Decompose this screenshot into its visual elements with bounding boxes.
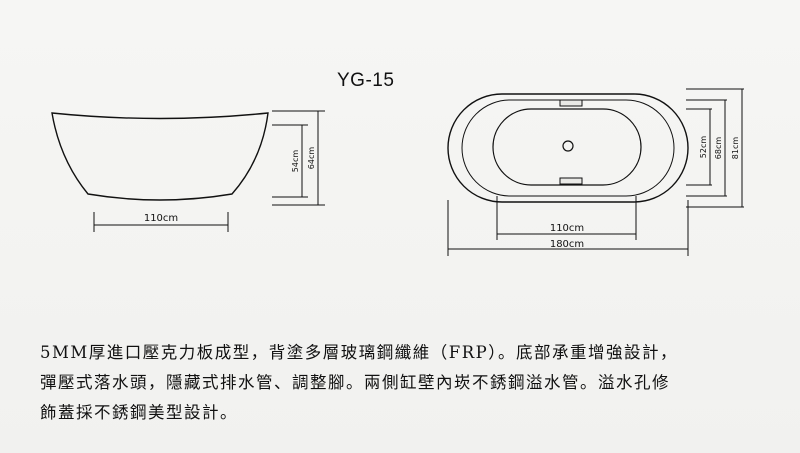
top-view-inner-basin xyxy=(492,108,642,186)
side-outer-height-dimension xyxy=(272,110,325,206)
description-line-3: 飾蓋採不銹鋼美型設計。 xyxy=(40,403,238,422)
top-inner-depth-label: 52cm xyxy=(699,136,708,159)
top-outer-depth-label: 81cm xyxy=(731,137,740,160)
top-inner-width-label: 110cm xyxy=(550,223,584,234)
side-view: 110cm 54cm 64cm xyxy=(51,110,325,232)
overflow-cover-bottom-icon xyxy=(559,177,583,185)
drain-icon xyxy=(562,140,574,152)
top-mid-depth-dimension xyxy=(686,99,727,197)
top-mid-depth-label: 68cm xyxy=(714,137,723,160)
top-outer-depth-dimension xyxy=(686,88,744,208)
bathtub-drawings: 110cm 54cm 64cm xyxy=(51,88,744,256)
side-width-label: 110cm xyxy=(144,213,178,224)
top-outer-width-label: 180cm xyxy=(550,239,584,250)
model-title: YG-15 xyxy=(337,70,395,91)
top-view: 110cm 180cm 52cm 68cm xyxy=(447,88,744,256)
top-outer-width-dimension xyxy=(447,200,689,256)
product-description: 5MM厚進口壓克力板成型，背塗多層玻璃鋼纖維（FRP）。底部承重增強設計， 彈壓… xyxy=(40,338,785,428)
top-view-outer-rim xyxy=(447,93,689,203)
side-inner-height-dimension xyxy=(272,124,308,198)
overflow-cover-top-icon xyxy=(559,99,583,107)
side-width-dimension xyxy=(93,212,229,232)
side-inner-height-label: 54cm xyxy=(291,150,300,173)
top-inner-width-dimension xyxy=(496,196,637,240)
side-outer-height-label: 64cm xyxy=(307,147,316,170)
description-line-1: 5MM厚進口壓克力板成型，背塗多層玻璃鋼纖維（FRP）。底部承重增強設計， xyxy=(40,343,679,362)
side-view-outline xyxy=(51,112,269,201)
top-inner-depth-dimension xyxy=(686,108,712,186)
description-line-2: 彈壓式落水頭，隱藏式排水管、調整腳。兩側缸壁內崁不銹鋼溢水管。溢水孔修 xyxy=(40,373,670,392)
